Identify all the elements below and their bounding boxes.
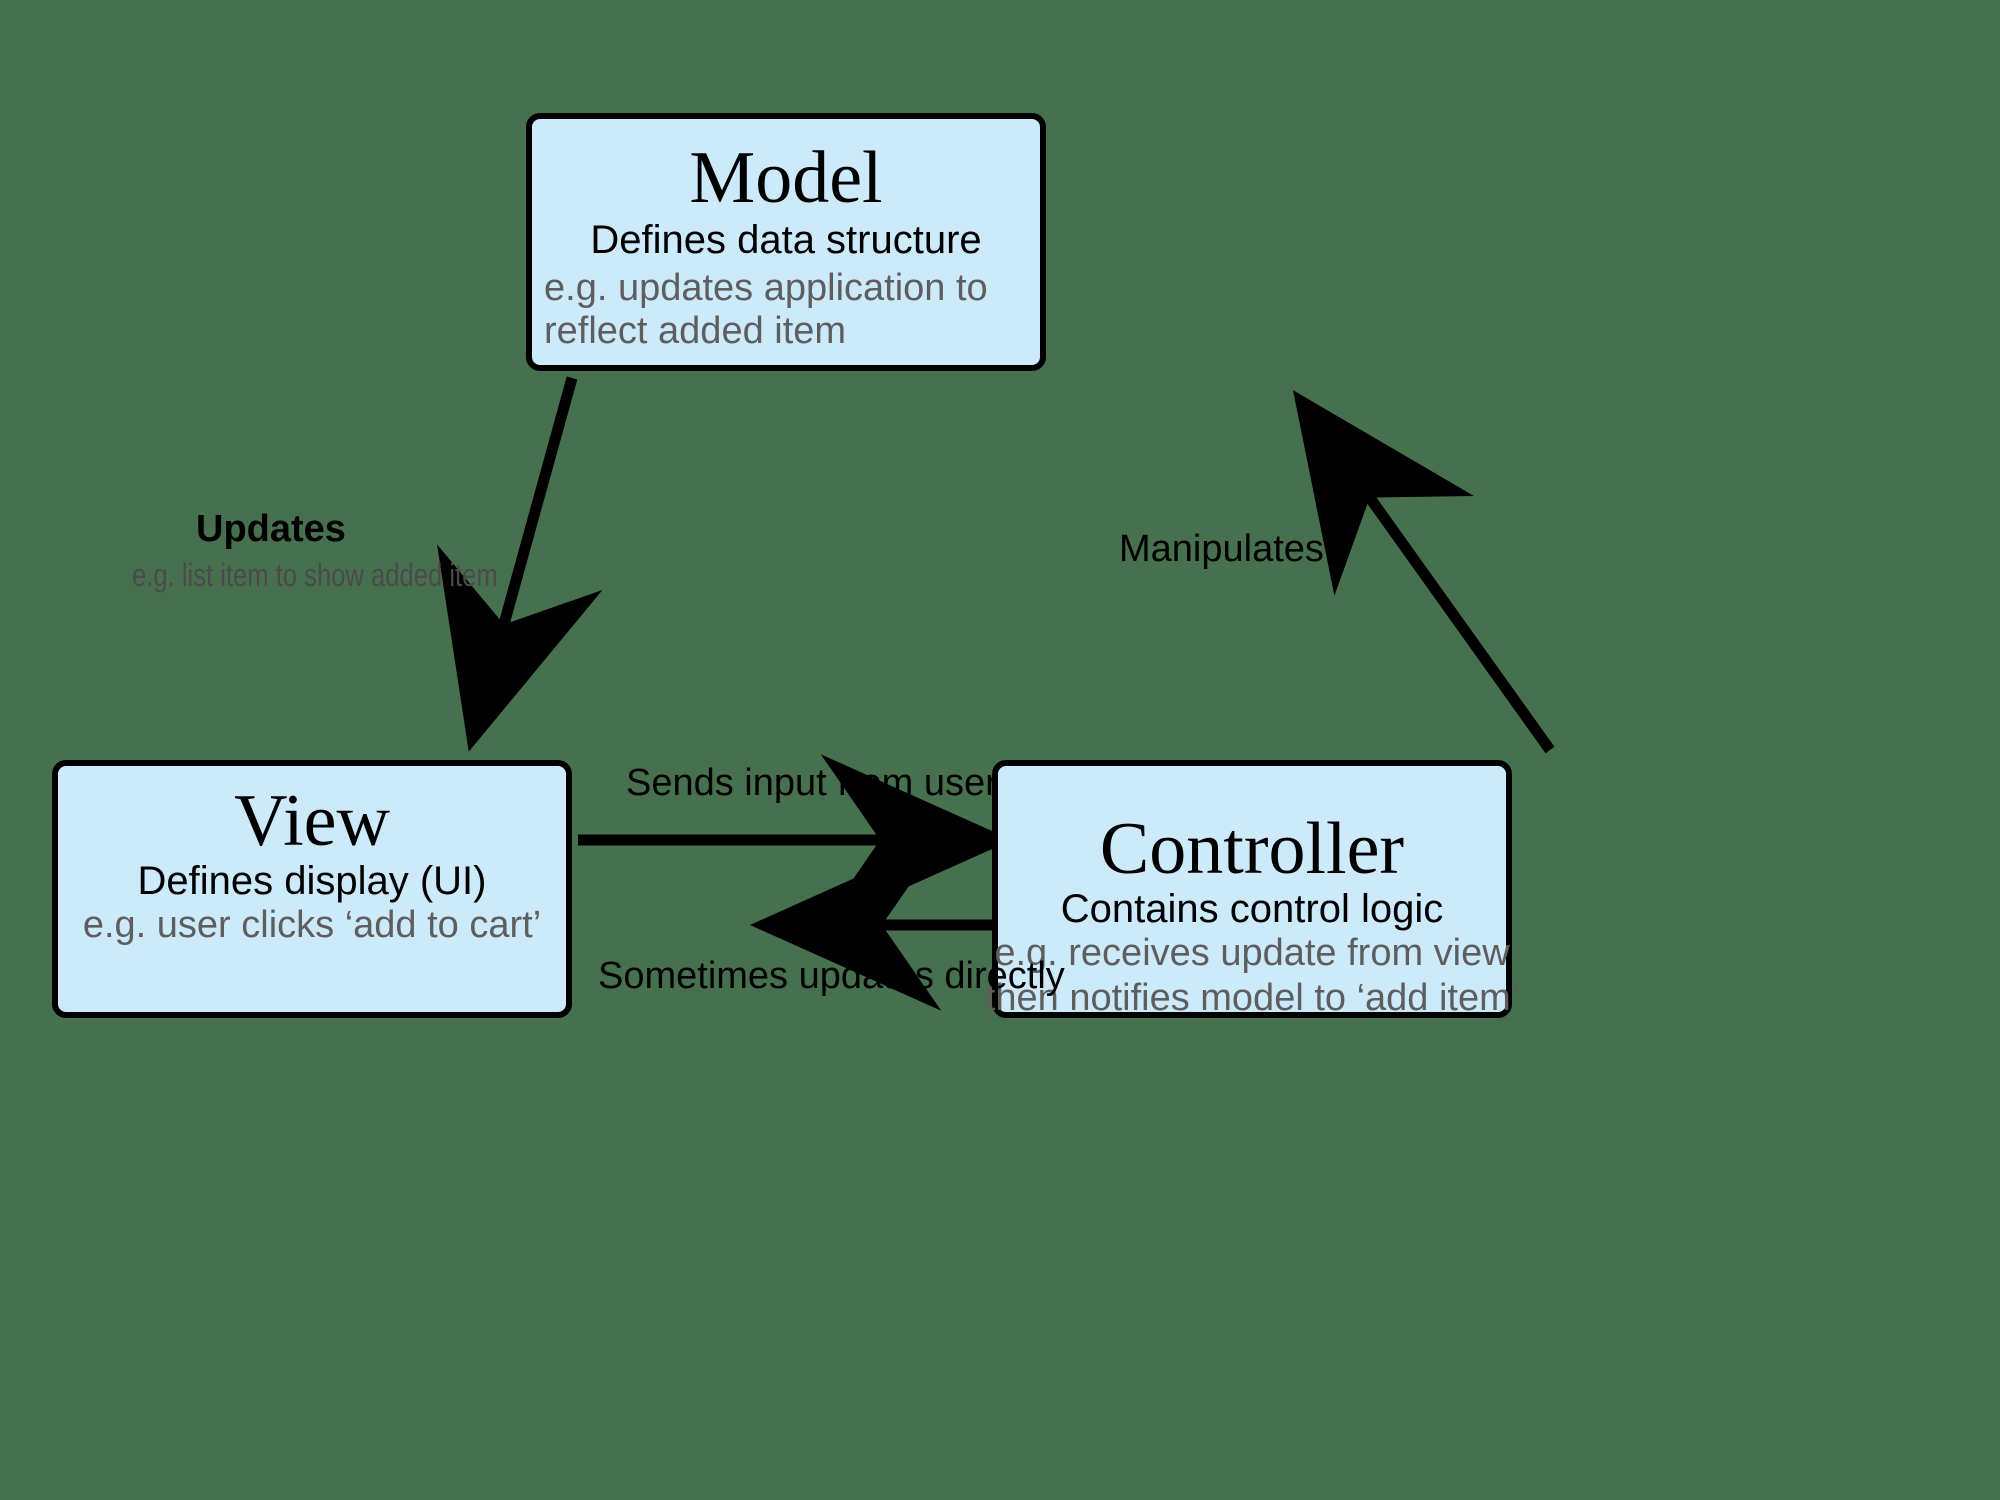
node-model[interactable]: Model Defines data structure e.g. update…: [526, 113, 1046, 371]
edge-sublabel-updates: e.g. list item to show added item: [132, 557, 498, 593]
node-view-example: e.g. user clicks ‘add to cart’: [82, 904, 542, 946]
node-view[interactable]: View Defines display (UI) e.g. user clic…: [52, 760, 572, 1018]
node-controller[interactable]: Controller Contains control logic e.g. r…: [985, 760, 1519, 1019]
edge-label-sometimes-updates-directly: Sometimes updates directly: [598, 955, 1065, 997]
node-controller-subtitle: Contains control logic: [1060, 887, 1444, 931]
node-model-title: Model: [689, 137, 883, 219]
edge-label-manipulates: Manipulates: [1119, 528, 1324, 570]
node-view-subtitle: Defines display (UI): [137, 859, 487, 903]
node-controller-example-line-2: then notifies model to ‘add item’: [984, 976, 1520, 1019]
edge-label-sends-input-from-user: Sends input from user: [626, 762, 998, 804]
node-model-example: e.g. updates application to reflect adde…: [544, 267, 988, 352]
edge-label-updates: Updates: [196, 508, 346, 550]
node-model-subtitle: Defines data structure: [590, 218, 982, 262]
node-view-title: View: [234, 780, 390, 862]
node-controller-title: Controller: [1099, 808, 1405, 890]
node-controller-example-line-1: e.g. receives update from view: [994, 932, 1510, 974]
edge-controller-to-model: [1292, 390, 1555, 754]
